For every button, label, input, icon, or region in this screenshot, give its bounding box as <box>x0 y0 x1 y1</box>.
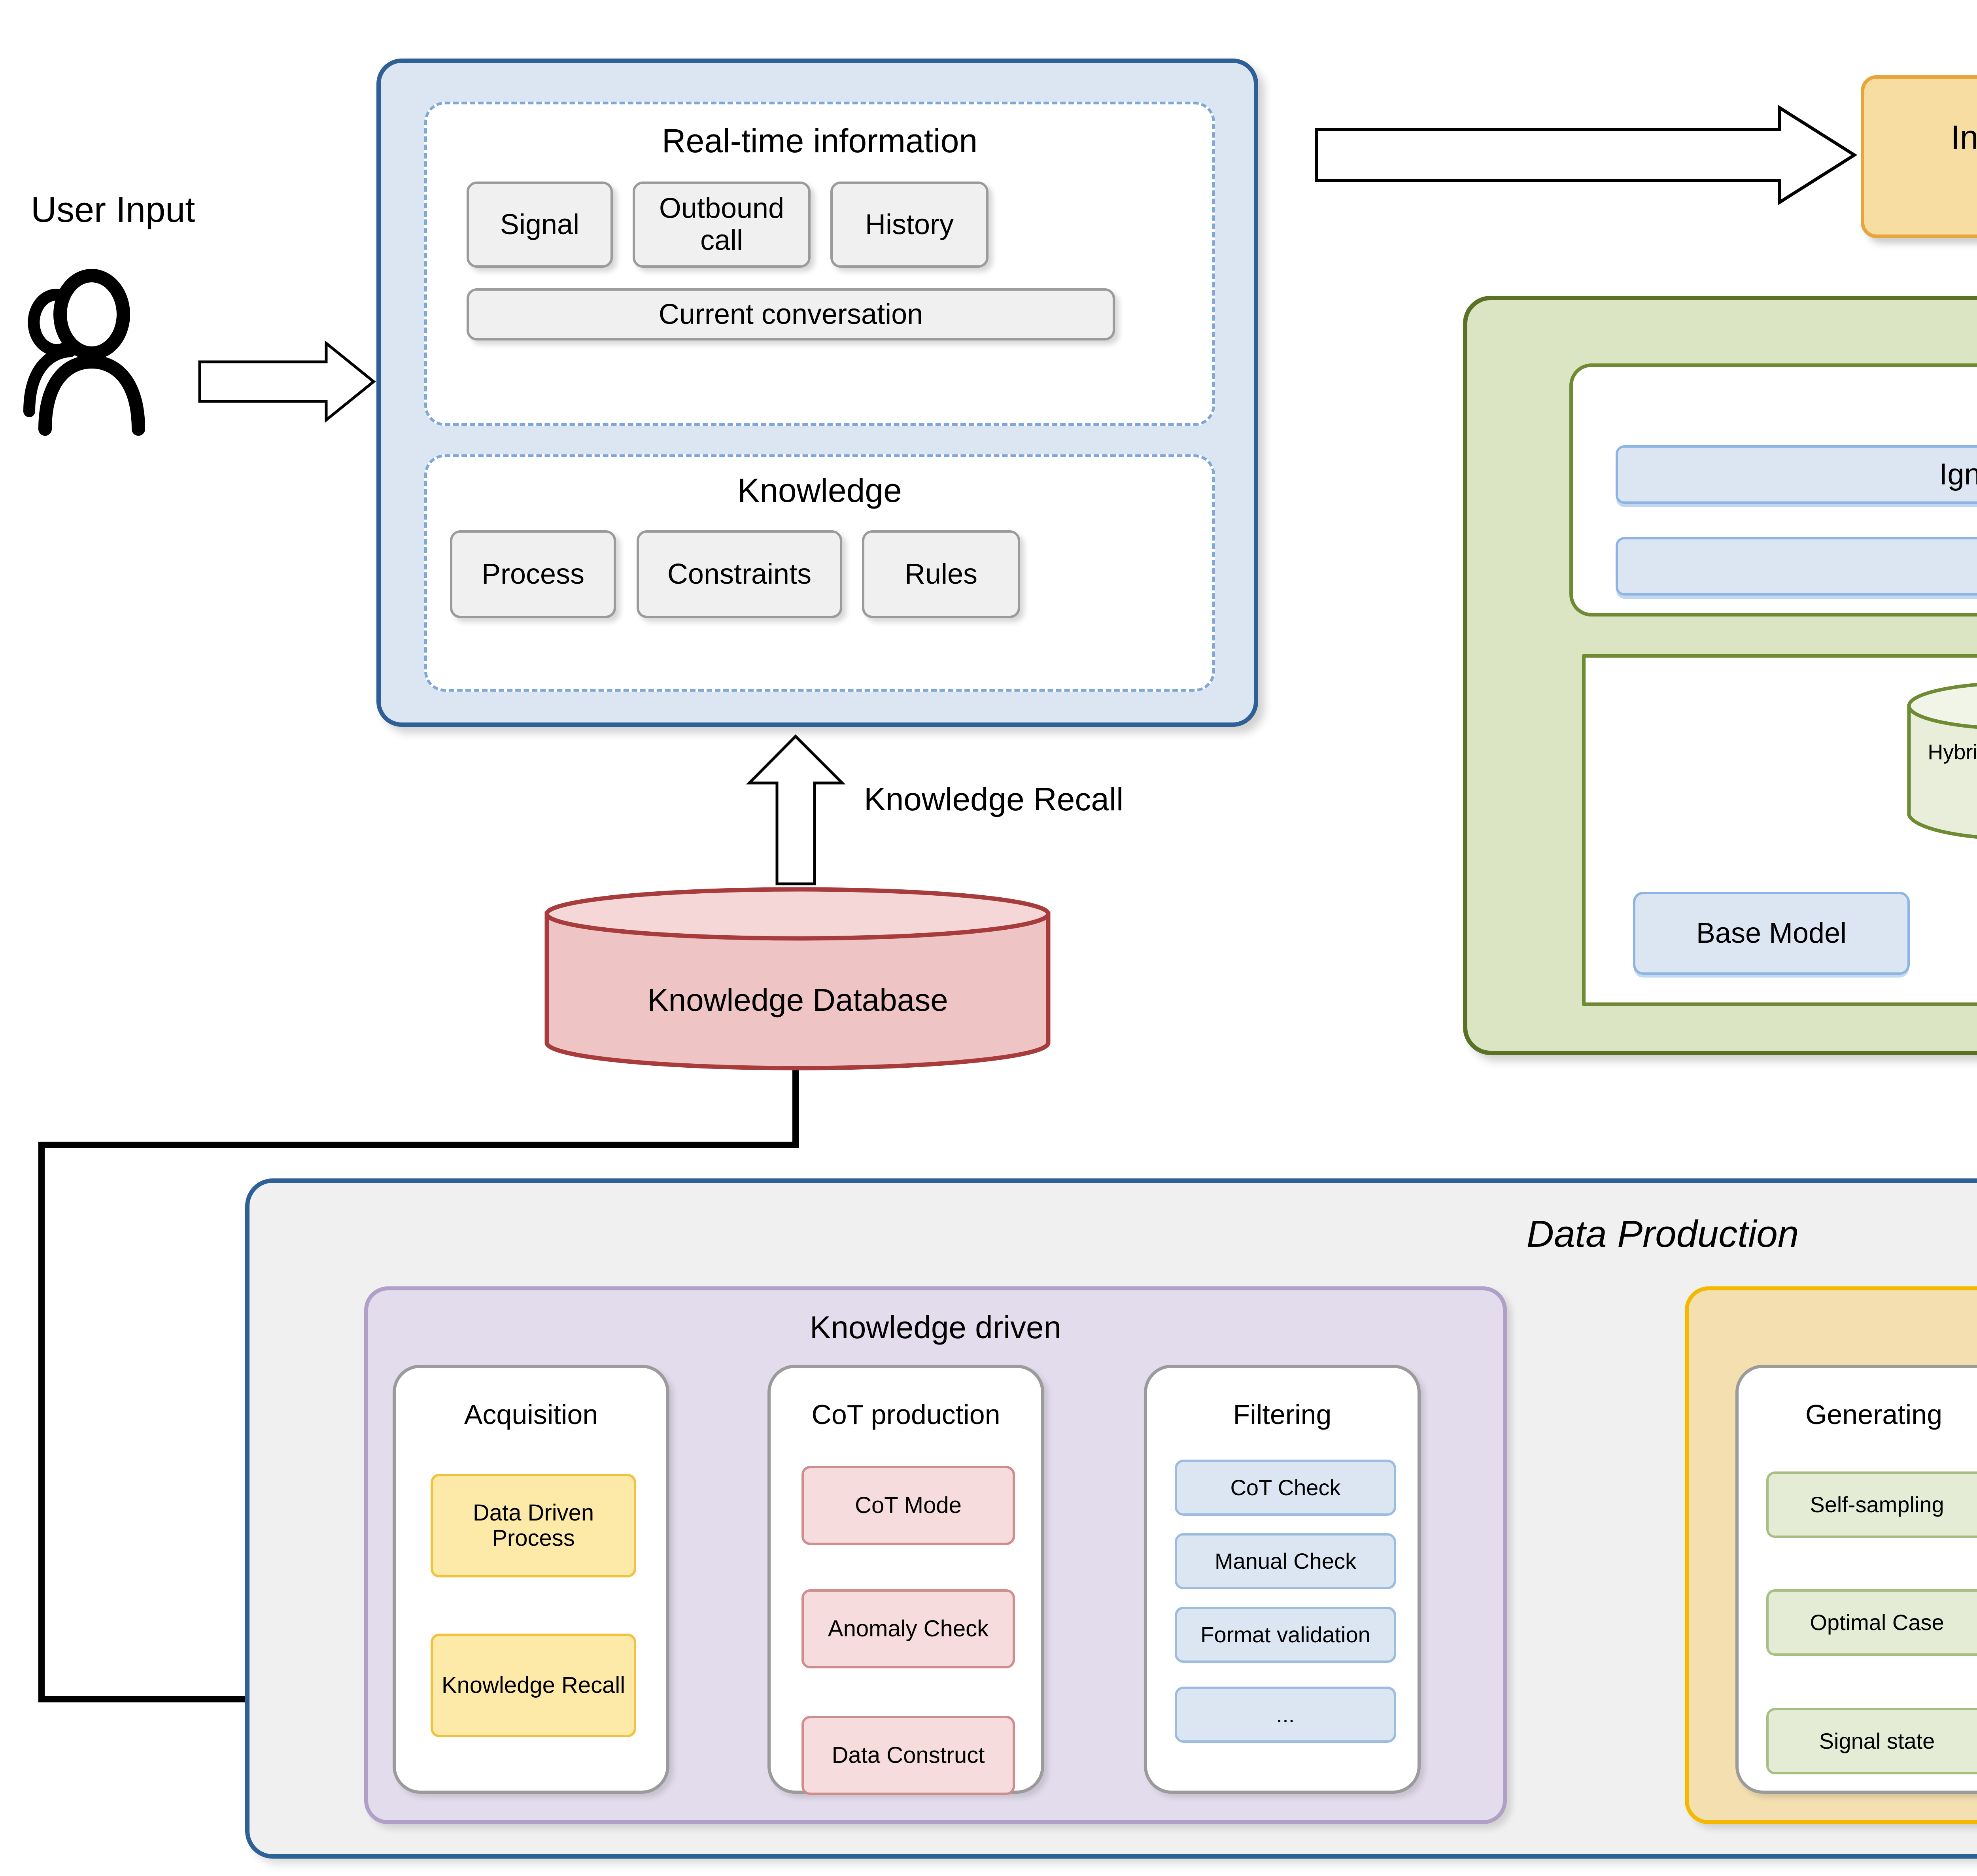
knowledge-title: Knowledge <box>737 471 902 509</box>
user-input-label: User Input <box>31 190 195 230</box>
experiment-bar-knowledge-levels[interactable]: Ignorance / Redundant Knowledge / Knowle… <box>1616 445 1977 504</box>
chip-data-driven-process[interactable]: Data Driven Process <box>431 1474 636 1577</box>
column-title-cot-production: CoT production <box>811 1399 1000 1430</box>
realtime-item-current-conversation[interactable]: Current conversation <box>467 288 1115 340</box>
data-ratio-experiment-title: Data Ratio Experiment <box>1573 384 1977 423</box>
chip-signal-state[interactable]: Signal state <box>1766 1708 1977 1774</box>
model-box-base[interactable]: Base Model <box>1633 892 1910 975</box>
knowledge-recall-edge-label: Knowledge Recall <box>864 781 1124 817</box>
chip-anomaly-check[interactable]: Anomaly Check <box>801 1589 1015 1668</box>
knowledge-database-cylinder: Knowledge Database <box>544 887 1052 1070</box>
context-panel: Real-time information Signal Outbound ca… <box>376 59 1258 727</box>
knowledge-driven-title: Knowledge driven <box>810 1310 1061 1345</box>
chip-cot-check[interactable]: CoT Check <box>1175 1460 1396 1516</box>
chip-cot-mode[interactable]: CoT Mode <box>801 1466 1015 1545</box>
realtime-item-signal[interactable]: Signal <box>467 182 613 268</box>
edge-db-to-knowledge-recall <box>38 1064 799 1728</box>
realtime-item-history[interactable]: History <box>830 182 988 268</box>
column-title-filtering-knowledge: Filtering <box>1233 1399 1332 1430</box>
data-production-panel: Data Production Knowledge driven Acquisi… <box>245 1178 1977 1859</box>
knowledge-item-constraints[interactable]: Constraints <box>637 530 842 618</box>
llm-title-line1: Intelligent Interaction <box>1951 119 1977 156</box>
arrow-user-to-context <box>198 340 376 423</box>
chip-data-construct[interactable]: Data Construct <box>801 1716 1015 1795</box>
training-pipeline-group: Hybrid-Driven Data Self-Sampled Data Bas… <box>1582 654 1977 1006</box>
experiment-training-panel: Data Ratio Experiment Ignorance / Redund… <box>1463 296 1977 1055</box>
experiment-bar-cot-toggle[interactable]: With/Without CoT <box>1616 537 1977 596</box>
data-ratio-experiment-group: Data Ratio Experiment Ignorance / Redund… <box>1569 363 1977 617</box>
chip-knowledge-recall[interactable]: Knowledge Recall <box>431 1634 636 1737</box>
users-icon <box>23 269 145 436</box>
realtime-item-outbound-call[interactable]: Outbound call <box>633 182 811 268</box>
dataset-hybrid-driven-data: Hybrid-Driven Data <box>1906 681 1977 840</box>
chip-optimal-case[interactable]: Optimal Case <box>1766 1589 1977 1656</box>
chip-manual-check[interactable]: Manual Check <box>1175 1533 1396 1589</box>
data-driven-title: Data-driven <box>1689 1308 1977 1347</box>
data-driven-panel: Data-driven Generating Self-sampling Opt… <box>1685 1286 1977 1824</box>
knowledge-item-rules[interactable]: Rules <box>862 530 1020 618</box>
user-input-group: User Input <box>23 190 277 451</box>
knowledge-database-label: Knowledge Database <box>647 982 948 1017</box>
chip-self-sampling[interactable]: Self-sampling <box>1766 1471 1977 1538</box>
column-card-cot-production: CoT production CoT Mode Anomaly Check Da… <box>767 1365 1044 1795</box>
column-title-generating: Generating <box>1805 1399 1943 1430</box>
arrow-db-to-context <box>746 734 846 885</box>
realtime-information-group: Real-time information Signal Outbound ca… <box>424 102 1215 426</box>
knowledge-item-process[interactable]: Process <box>450 530 616 618</box>
column-title-acquisition: Acquisition <box>464 1399 598 1430</box>
column-card-generating: Generating Self-sampling Optimal Case Si… <box>1735 1365 1977 1794</box>
data-production-title: Data Production <box>1526 1213 1799 1256</box>
column-card-filtering-knowledge: Filtering CoT Check Manual Check Format … <box>1144 1365 1421 1794</box>
column-card-acquisition: Acquisition Data Driven Process Knowledg… <box>393 1365 669 1794</box>
realtime-information-title: Real-time information <box>662 122 978 159</box>
chip-format-validation[interactable]: Format validation <box>1175 1607 1396 1663</box>
knowledge-driven-panel: Knowledge driven Acquisition Data Driven… <box>364 1286 1507 1824</box>
dataset-hybrid-driven-data-label: Hybrid-Driven Data <box>1928 740 1977 764</box>
intelligent-interaction-llm-box[interactable]: Intelligent Interaction LLM <box>1861 75 1977 238</box>
arrow-context-to-llm <box>1315 104 1858 206</box>
chip-filtering-more[interactable]: ... <box>1175 1687 1396 1743</box>
knowledge-group: Knowledge Process Constraints Rules <box>424 454 1215 692</box>
